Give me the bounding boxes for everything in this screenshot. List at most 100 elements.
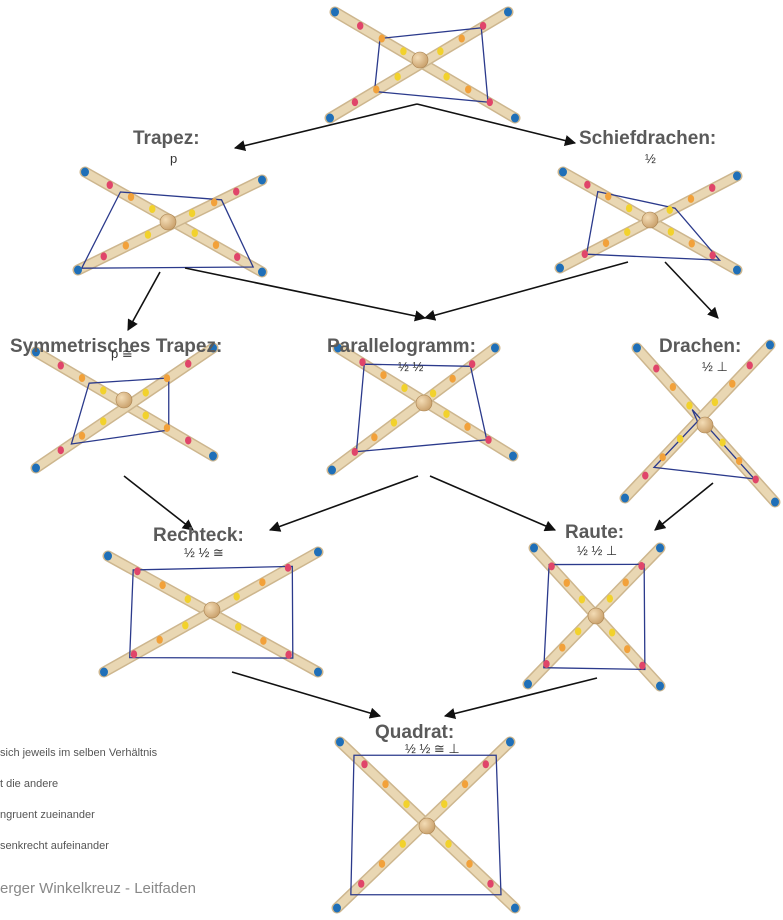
peg — [100, 386, 107, 395]
symbols-rechteck: ½ ½ ≅ — [184, 545, 224, 560]
arrow-schiefdrachen-drachen — [664, 261, 719, 319]
peg — [445, 839, 452, 848]
peg — [443, 409, 450, 418]
peg — [163, 423, 171, 432]
end-cap — [32, 347, 40, 357]
quad-band — [80, 191, 255, 269]
peg — [191, 229, 198, 237]
end-cap — [336, 737, 344, 747]
center-knob — [115, 391, 133, 409]
cross-schiefdrachen — [554, 166, 743, 276]
end-cap — [771, 497, 779, 507]
peg — [401, 384, 408, 393]
peg — [688, 239, 695, 248]
end-cap — [258, 175, 266, 185]
peg — [563, 578, 570, 587]
peg — [233, 187, 240, 196]
peg — [359, 358, 366, 367]
legend-item: senkrecht aufeinander — [0, 840, 109, 852]
arrow-start-trapez — [233, 103, 418, 152]
title-sym-trapez: Symmetrisches Trapez: — [10, 336, 223, 357]
peg — [639, 661, 646, 670]
peg — [602, 239, 610, 248]
title-raute: Raute: — [565, 522, 625, 543]
peg — [606, 594, 614, 603]
peg — [235, 622, 242, 631]
stick — [328, 344, 499, 474]
peg — [382, 780, 389, 789]
quad-band — [129, 565, 294, 659]
peg — [578, 595, 586, 604]
end-cap — [334, 343, 342, 353]
peg — [394, 72, 401, 81]
peg — [676, 434, 684, 443]
symbols-drachen: ½ ⊥ — [702, 359, 728, 374]
symbols-sym-trapez: p ≅ — [111, 346, 133, 361]
peg — [625, 204, 633, 213]
end-cap — [506, 737, 514, 747]
symbols-trapez: p — [170, 151, 178, 166]
peg — [149, 205, 156, 213]
arrow-schiefdrachen-parallelogramm — [423, 261, 629, 321]
peg — [378, 859, 386, 868]
peg — [624, 228, 631, 237]
peg — [709, 183, 716, 192]
peg — [144, 230, 152, 239]
arrow-raute-quadrat — [443, 677, 598, 719]
peg — [57, 446, 64, 455]
peg — [468, 360, 476, 369]
peg — [100, 417, 107, 426]
peg — [163, 374, 171, 383]
peg — [122, 241, 130, 250]
peg — [735, 456, 743, 465]
end-cap — [333, 903, 341, 913]
symbols-schiefdrachen: ½ — [645, 151, 656, 166]
peg — [106, 181, 113, 189]
peg — [57, 361, 64, 370]
arrow-drachen-raute — [654, 482, 714, 531]
cross-start — [324, 6, 521, 124]
quad-band — [543, 563, 646, 671]
cross-quadrat — [331, 736, 521, 914]
peg — [371, 433, 378, 442]
center-knob — [587, 607, 605, 625]
end-cap — [511, 113, 519, 123]
peg — [487, 879, 494, 888]
arrow-parallelogramm-rechteck — [268, 475, 419, 532]
peg — [638, 562, 645, 571]
center-knob — [415, 394, 433, 412]
peg — [185, 359, 192, 368]
peg — [443, 72, 450, 81]
end-cap — [559, 167, 567, 177]
peg — [642, 471, 649, 480]
peg — [622, 578, 629, 587]
arrow-trapez-sym-trapez — [127, 271, 161, 331]
cross-raute — [522, 542, 666, 692]
title-trapez: Trapez: — [133, 128, 200, 149]
end-cap — [326, 113, 334, 123]
peg — [458, 34, 465, 43]
peg — [130, 650, 138, 659]
peg — [624, 645, 631, 654]
peg — [233, 592, 240, 601]
end-cap — [32, 463, 40, 473]
peg — [479, 21, 487, 30]
peg — [127, 193, 135, 201]
peg — [548, 562, 555, 571]
peg — [234, 253, 241, 261]
end-cap — [621, 493, 629, 503]
peg — [449, 374, 456, 383]
quad-band — [585, 190, 722, 261]
cross-drachen — [619, 339, 781, 508]
peg — [78, 431, 86, 440]
peg — [259, 578, 266, 587]
peg — [719, 438, 726, 447]
peg — [403, 800, 410, 809]
end-cap — [524, 679, 532, 689]
legend-item: t die andere — [0, 778, 59, 790]
peg — [185, 436, 192, 445]
center-knob — [159, 213, 177, 231]
legend-item: sich jeweils im selben Verhältnis — [0, 747, 158, 759]
peg — [709, 251, 716, 260]
peg — [134, 567, 141, 576]
